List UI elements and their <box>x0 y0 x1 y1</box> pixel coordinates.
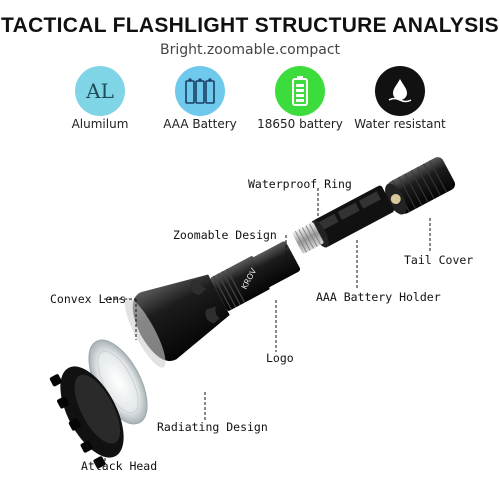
feature-water-resistant: Water resistant <box>350 66 450 136</box>
flashlight-body <box>124 241 301 368</box>
feature-label: 18650 battery <box>257 117 343 131</box>
feature-label: Alumilum <box>71 117 129 131</box>
feature-label: AAA Battery <box>163 117 237 131</box>
callout-attack-head: Attack Head <box>81 459 158 473</box>
feature-aaa-battery: AAA Battery <box>150 66 250 136</box>
callout-convex-lens: Convex Lens <box>50 292 127 306</box>
callout-battery-holder: AAA Battery Holder <box>316 290 441 304</box>
feature-18650-battery: 18650 battery <box>250 66 350 136</box>
callout-radiating-design: Radiating Design <box>157 420 268 434</box>
attack-head <box>49 366 124 469</box>
feature-aluminum: AL Alumilum <box>50 66 150 136</box>
battery-pack-icon <box>175 66 225 116</box>
battery-icon <box>275 66 325 116</box>
page-title: TACTICAL FLASHLIGHT STRUCTURE ANALYSIS <box>1 14 499 37</box>
callout-logo: Logo <box>266 351 294 365</box>
page-subtitle: Bright.zoomable.compact <box>159 42 341 58</box>
callout-zoomable-design: Zoomable Design <box>173 228 277 242</box>
convex-lens <box>88 339 148 425</box>
al-icon: AL <box>75 66 125 116</box>
leader-lines <box>104 188 431 462</box>
callout-tail-cover: Tail Cover <box>404 253 474 267</box>
tail-cover <box>385 157 456 215</box>
battery-holder <box>311 185 394 248</box>
feature-label: Water resistant <box>354 117 446 131</box>
waterproof-ring <box>292 222 324 254</box>
water-drop-icon <box>375 66 425 116</box>
callout-waterproof-ring: Waterproof Ring <box>248 177 352 191</box>
